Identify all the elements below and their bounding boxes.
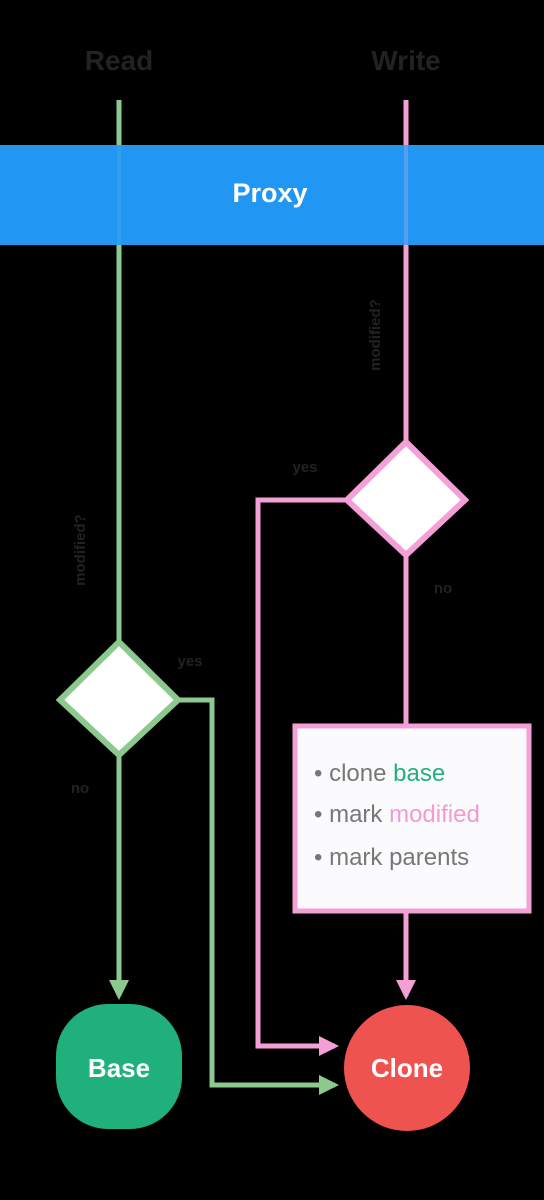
read-no-label: no [71, 780, 89, 797]
read-modified-decision [55, 637, 183, 760]
clone-step-1: • clone base [314, 760, 445, 787]
write-yes-connector [255, 497, 347, 1056]
write-no-label: no [434, 580, 452, 597]
clone-step-1-prefix: • clone [314, 760, 393, 787]
write-lane-title: Write [371, 45, 441, 76]
write-condition-label: modified? [367, 299, 384, 371]
read-yes-label: yes [177, 653, 202, 670]
proxy-band [0, 145, 544, 245]
write-modified-decision [342, 437, 470, 560]
read-condition-label: modified? [72, 514, 89, 586]
clone-steps-box [292, 723, 532, 914]
read-lane-title: Read [85, 45, 153, 76]
proxy-label: Proxy [232, 178, 307, 208]
read-yes-connector [178, 697, 339, 1095]
clone-step-2-highlight: modified [389, 801, 480, 828]
clone-step-2: • mark modified [314, 801, 480, 828]
base-node [56, 1004, 182, 1129]
clone-node-label: Clone [371, 1053, 443, 1083]
clone-node [344, 1005, 470, 1131]
clone-step-1-highlight: base [393, 760, 445, 787]
clone-step-3: • mark parents [314, 844, 469, 871]
clone-step-3-prefix: • mark parents [314, 844, 469, 871]
clone-step-2-prefix: • mark [314, 801, 389, 828]
write-yes-label: yes [292, 459, 317, 476]
base-node-label: Base [88, 1053, 150, 1083]
